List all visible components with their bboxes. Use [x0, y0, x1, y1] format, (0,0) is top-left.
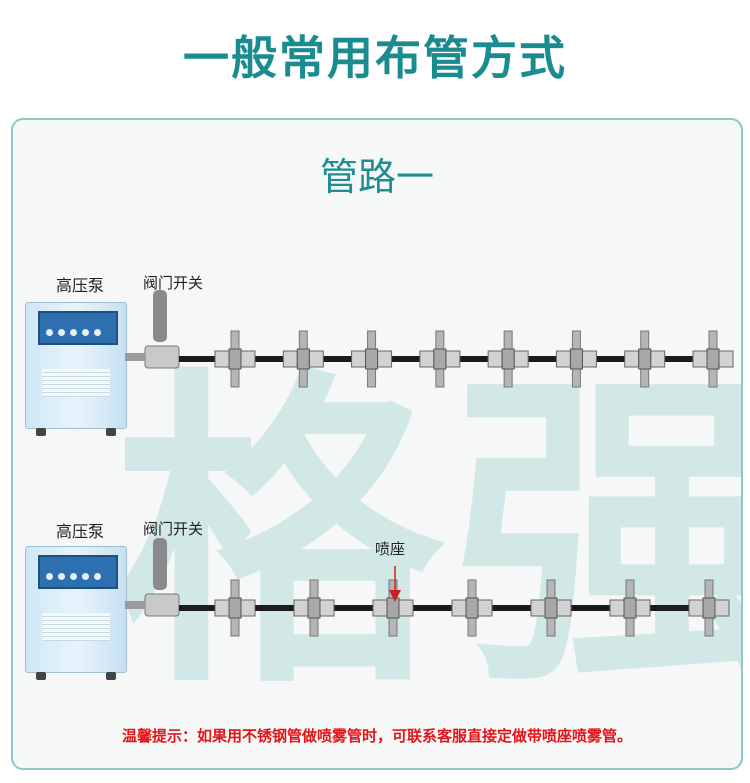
pipe-diagram — [125, 290, 734, 637]
page-title: 一般常用布管方式 — [183, 31, 567, 85]
valve-1 — [144, 290, 180, 369]
row1-nozzle-8 — [692, 330, 734, 388]
watermark: 格强 — [113, 343, 743, 727]
pump-unit-1 — [25, 302, 127, 436]
valve-label-2: 阀门开关 — [143, 520, 204, 538]
pump-unit-2 — [25, 546, 127, 680]
row2-nozzle-6 — [609, 579, 651, 637]
row1-nozzle-5 — [487, 330, 529, 388]
nozzle-label: 喷座 — [375, 540, 406, 558]
valve-label-1: 阀门开关 — [143, 274, 204, 292]
row1-nozzle-6 — [555, 330, 597, 388]
valve-2 — [144, 538, 180, 617]
pump-label-1: 高压泵 — [56, 276, 105, 295]
pump-label-2: 高压泵 — [56, 522, 105, 541]
tip-text: 温馨提示：如果用不锈钢管做喷雾管时，可联系客服直接定做带喷座喷雾管。 — [121, 727, 632, 745]
row2-nozzle-1 — [214, 579, 256, 637]
row1-nozzle-7 — [624, 330, 666, 388]
row2-nozzle-5 — [530, 579, 572, 637]
row2-nozzle-2 — [293, 579, 335, 637]
panel-subtitle: 管路一 — [319, 155, 434, 199]
row2-nozzle-7 — [688, 579, 730, 637]
row1-nozzle-1 — [214, 330, 256, 388]
layout-panel: 格强 管路一 高压泵 阀门开关 高压泵 阀门开关 喷座 — [11, 118, 743, 770]
row1-nozzle-4 — [419, 330, 461, 388]
row1-nozzle-3 — [351, 330, 393, 388]
row2-nozzle-3 — [372, 579, 414, 637]
row1-nozzle-2 — [282, 330, 324, 388]
row2-nozzle-4 — [451, 579, 493, 637]
